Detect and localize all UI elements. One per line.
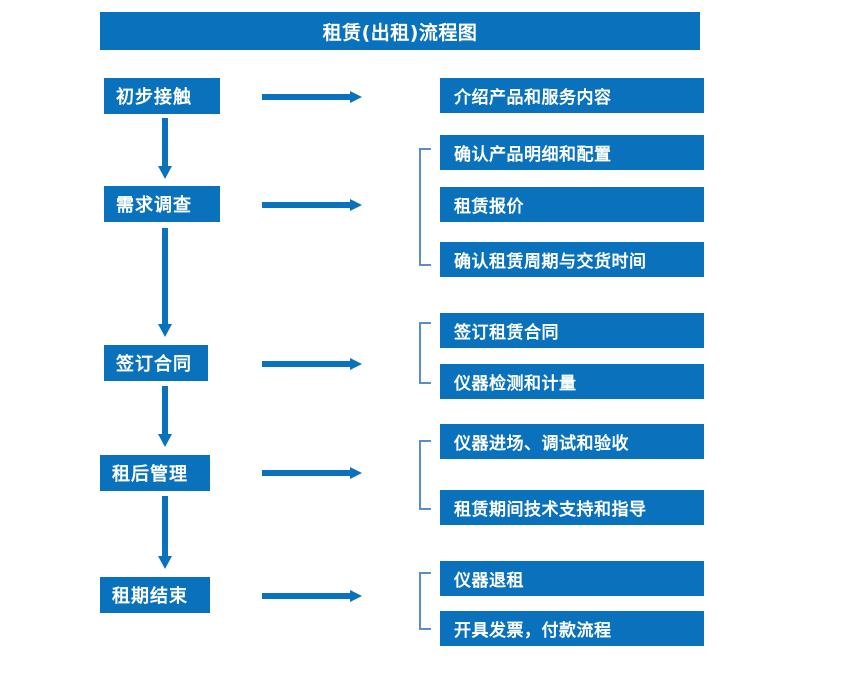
task-box-lease-quotation[interactable]: 租赁报价 [440, 187, 704, 222]
stage-box-lease-end[interactable]: 租期结束 [100, 577, 210, 613]
horizontal-arrow-5 [262, 588, 362, 602]
diagram-title: 租赁(出租)流程图 [100, 12, 700, 50]
vertical-arrow-3 [156, 386, 174, 448]
task-box-introduce-products[interactable]: 介绍产品和服务内容 [440, 78, 704, 113]
task-box-technical-support[interactable]: 租赁期间技术支持和指导 [440, 490, 704, 525]
stage-box-initial-contact[interactable]: 初步接触 [104, 78, 220, 114]
bracket-group-post-lease-management [419, 440, 431, 510]
task-box-sign-lease-contract[interactable]: 签订租赁合同 [440, 313, 704, 348]
stage-box-requirement-survey[interactable]: 需求调查 [104, 186, 220, 222]
stage-box-sign-contract[interactable]: 签订合同 [104, 345, 208, 381]
task-box-instrument-return[interactable]: 仪器退租 [440, 561, 704, 596]
stage-box-post-lease-management[interactable]: 租后管理 [100, 455, 210, 491]
horizontal-arrow-1 [262, 89, 362, 103]
task-box-instrument-inspection[interactable]: 仪器检测和计量 [440, 364, 704, 399]
task-box-invoice-payment[interactable]: 开具发票，付款流程 [440, 611, 704, 646]
task-box-confirm-product-details[interactable]: 确认产品明细和配置 [440, 135, 704, 170]
horizontal-arrow-4 [262, 465, 362, 479]
vertical-arrow-2 [156, 228, 174, 338]
task-box-instrument-entry-commissioning[interactable]: 仪器进场、调试和验收 [440, 424, 704, 459]
bracket-group-requirement-survey [419, 148, 431, 266]
bracket-group-sign-contract [419, 322, 431, 384]
task-box-confirm-lease-period[interactable]: 确认租赁周期与交货时间 [440, 242, 704, 277]
vertical-arrow-4 [156, 496, 174, 570]
horizontal-arrow-2 [262, 197, 362, 211]
bracket-group-lease-end [419, 572, 431, 630]
vertical-arrow-1 [156, 118, 174, 180]
horizontal-arrow-3 [262, 356, 362, 370]
